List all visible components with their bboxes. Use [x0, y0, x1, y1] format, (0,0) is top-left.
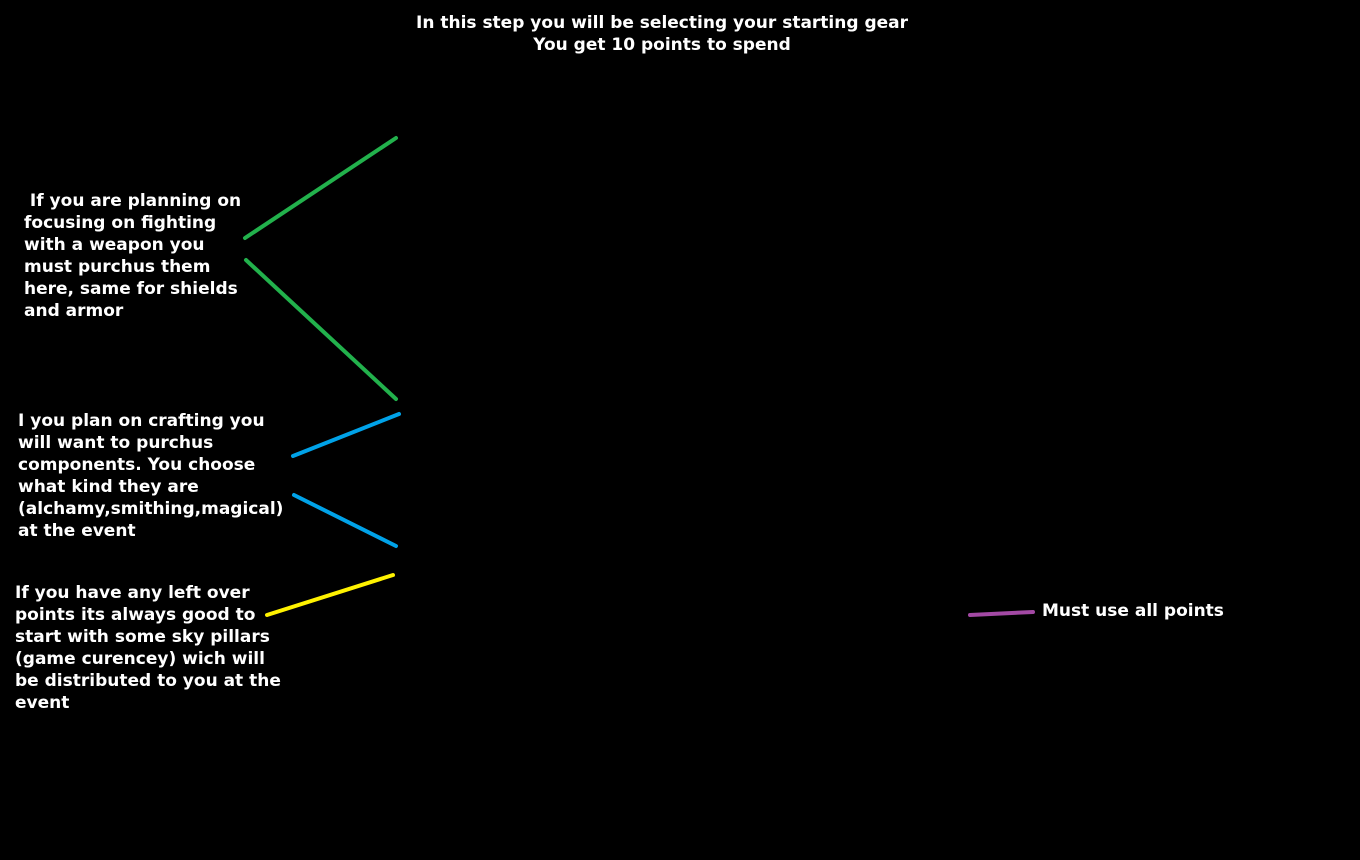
header-line-2: You get 10 points to spend	[533, 35, 791, 55]
crafting-pointer-line-lower	[292, 493, 398, 548]
crafting-pointer-line-upper	[291, 412, 401, 458]
use-all-points-note: Must use all points	[1042, 601, 1224, 621]
crafting-note: I you plan on crafting you will want to …	[18, 411, 284, 541]
weapons-note: If you are planning on focusing on fight…	[24, 191, 242, 321]
page-header: In this step you will be selecting your …	[362, 12, 962, 56]
rule-pointer-line	[968, 610, 1035, 617]
leftover-points-note: If you have any left over points its alw…	[15, 583, 281, 713]
leftover-pointer-line	[265, 573, 395, 617]
weapons-pointer-line-upper	[243, 136, 398, 240]
header-line-1: In this step you will be selecting your …	[416, 13, 908, 33]
weapons-pointer-line-lower	[244, 258, 398, 401]
